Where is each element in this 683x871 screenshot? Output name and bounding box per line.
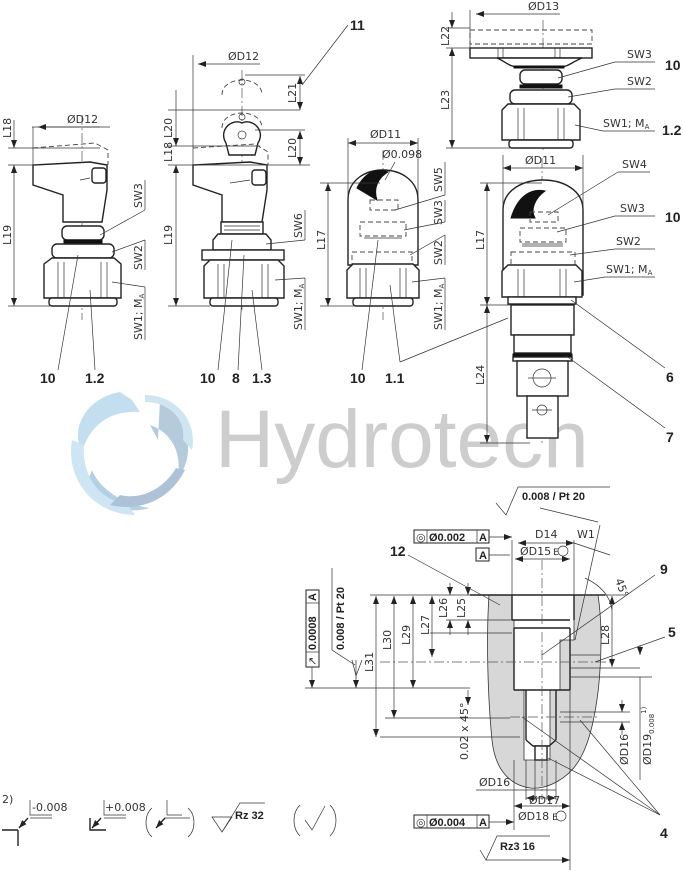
sw5-label: SW5 (432, 167, 445, 192)
dim-l25-label: L25 (455, 598, 468, 618)
sw1-label: SW1; MA (432, 283, 446, 330)
item-9-label: 9 (660, 561, 668, 577)
dim-l17-label: L17 (474, 230, 487, 250)
view-5-valve-cartridge: ØD11 L17 L24 SW4 SW3 10 SW2 SW1; MA 6 7 (474, 154, 681, 445)
sw1-label: SW1; MA (292, 283, 306, 330)
dim-d17-label: ØD17 (529, 794, 560, 807)
sw3-label: SW3 (627, 48, 652, 61)
dim-chamfer-label: 0.02 x 45° (458, 703, 471, 761)
item-10-label: 10 (665, 209, 681, 225)
dim-pin-diameter-label: Ø0.098 (382, 148, 422, 161)
sw6-label: SW6 (292, 213, 305, 238)
dim-l27-label: L27 (419, 615, 432, 635)
sw3-label: SW3 (432, 200, 445, 225)
sw3-label: SW3 (132, 183, 145, 208)
concentricity-bottom-datum: A (479, 817, 487, 829)
runout-symbol: ↗ (306, 657, 319, 666)
legend-value-4: Rz 32 (235, 810, 264, 822)
runout-datum: A (307, 593, 319, 601)
item-10-label: 10 (40, 370, 56, 386)
surface-top-label: 0.008 / Pt 20 (522, 491, 585, 503)
item-12-label: 12 (390, 543, 406, 559)
edge-burr-symbol-icon (2, 800, 52, 846)
sw2-label: SW2 (432, 240, 445, 265)
dim-d11-label: ØD11 (525, 154, 556, 167)
view-4-valve-wheel: ØD13 L22 L23 SW3 10 SW2 SW1; MA 1.2 (439, 0, 682, 150)
edge-general-symbol-icon (145, 800, 195, 838)
dim-l21-label: L21 (286, 83, 299, 103)
dim-l17-label: L17 (315, 230, 328, 250)
surface-bottom-label: Rz3 16 (500, 841, 535, 853)
concentricity-top-symbol: ◎ (416, 531, 426, 544)
dim-d19-label: ØD190.0081) (640, 706, 656, 765)
view-1-valve-t-handle: ØD12 L18 L19 SW3 SW2 SW1; MA 10 1.2 (1, 113, 146, 386)
datum-a-label: A (479, 550, 487, 562)
dim-l30-label: L30 (381, 630, 394, 650)
dim-angle-label: 45° (612, 577, 631, 600)
dim-d14-label: D14 (535, 528, 557, 541)
dim-l31-label: L31 (363, 652, 376, 672)
surface-roughness-symbol-icon (211, 802, 265, 833)
runout-value: 0.0008 (307, 616, 319, 650)
dim-l20-right-label: L20 (286, 138, 299, 158)
dim-l26-label: L26 (437, 598, 450, 618)
sw2-label: SW2 (616, 235, 641, 248)
dim-l19-label: L19 (1, 225, 14, 245)
dim-l28-label: L28 (599, 625, 612, 645)
dim-d12-label: ØD12 (67, 113, 98, 126)
dim-l20-left-label: L20 (162, 118, 175, 138)
item-4-label: 4 (660, 825, 668, 841)
item-7-label: 7 (666, 429, 674, 445)
item-5-label: 5 (668, 624, 676, 640)
item-1-2-label: 1.2 (662, 122, 682, 138)
dim-l23-label: L23 (439, 90, 452, 110)
sw2-label: SW2 (627, 75, 652, 88)
concentricity-bottom-symbol: ◎ (416, 816, 426, 829)
sw1-label: SW1; MA (603, 117, 650, 131)
dim-l18-label: L18 (1, 118, 14, 138)
sw2-label: SW2 (132, 245, 145, 270)
dim-l22-label: L22 (439, 26, 452, 46)
footnote-label: 2) (2, 793, 13, 806)
item-8-label: 8 (232, 370, 240, 386)
item-10-label: 10 (200, 370, 216, 386)
concentricity-top-datum: A (479, 532, 487, 544)
concentricity-top-value: Ø0.002 (429, 532, 465, 544)
view-2-valve-key-handle: ØD12 L20 L18 L19 L21 L20 11 SW6 SW1; MA … (162, 17, 365, 386)
dim-d16-bottom-label: ØD16 (479, 776, 510, 789)
item-1-1-label: 1.1 (385, 370, 405, 386)
edge-undercut-symbol-icon (89, 800, 126, 831)
dim-d16-right-label: ØD16 (618, 734, 631, 765)
dim-l18-label: L18 (162, 142, 175, 162)
sw3-label: SW3 (620, 202, 645, 215)
item-11-label: 11 (350, 17, 365, 33)
item-10-label: 10 (665, 57, 681, 73)
legend-symbols: 2) -0.008 +0.008 Rz 32 (2, 793, 337, 846)
dim-d13-label: ØD13 (528, 0, 559, 13)
sw4-label: SW4 (622, 158, 647, 171)
sw1-label: SW1; MA (606, 263, 653, 277)
dim-l24-label: L24 (474, 365, 487, 385)
legend-value-1: -0.008 (32, 801, 67, 814)
dim-d11-label: ØD11 (370, 128, 401, 141)
item-10-label: 10 (350, 370, 366, 386)
item-6-label: 6 (666, 369, 674, 385)
dim-l29-label: L29 (400, 625, 413, 645)
item-1-2-label: 1.2 (85, 370, 105, 386)
legend-value-2: +0.008 (105, 801, 146, 814)
view-3-valve-cap: ØD11 Ø0.098 L17 SW5 SW3 SW2 SW1; MA 10 1… (315, 128, 509, 386)
surface-left-label: 0.008 / Pt 20 (335, 587, 347, 650)
dim-w1-label: W1 (577, 528, 595, 541)
dim-l19-label: L19 (162, 225, 175, 245)
general-surface-symbol-icon (293, 804, 337, 837)
concentricity-bottom-value: Ø0.004 (429, 817, 466, 829)
item-1-3-label: 1.3 (252, 370, 272, 386)
watermark-logo-icon (70, 392, 193, 515)
dim-d12-label: ØD12 (228, 50, 259, 63)
sw1-label: SW1; MA (132, 293, 146, 340)
